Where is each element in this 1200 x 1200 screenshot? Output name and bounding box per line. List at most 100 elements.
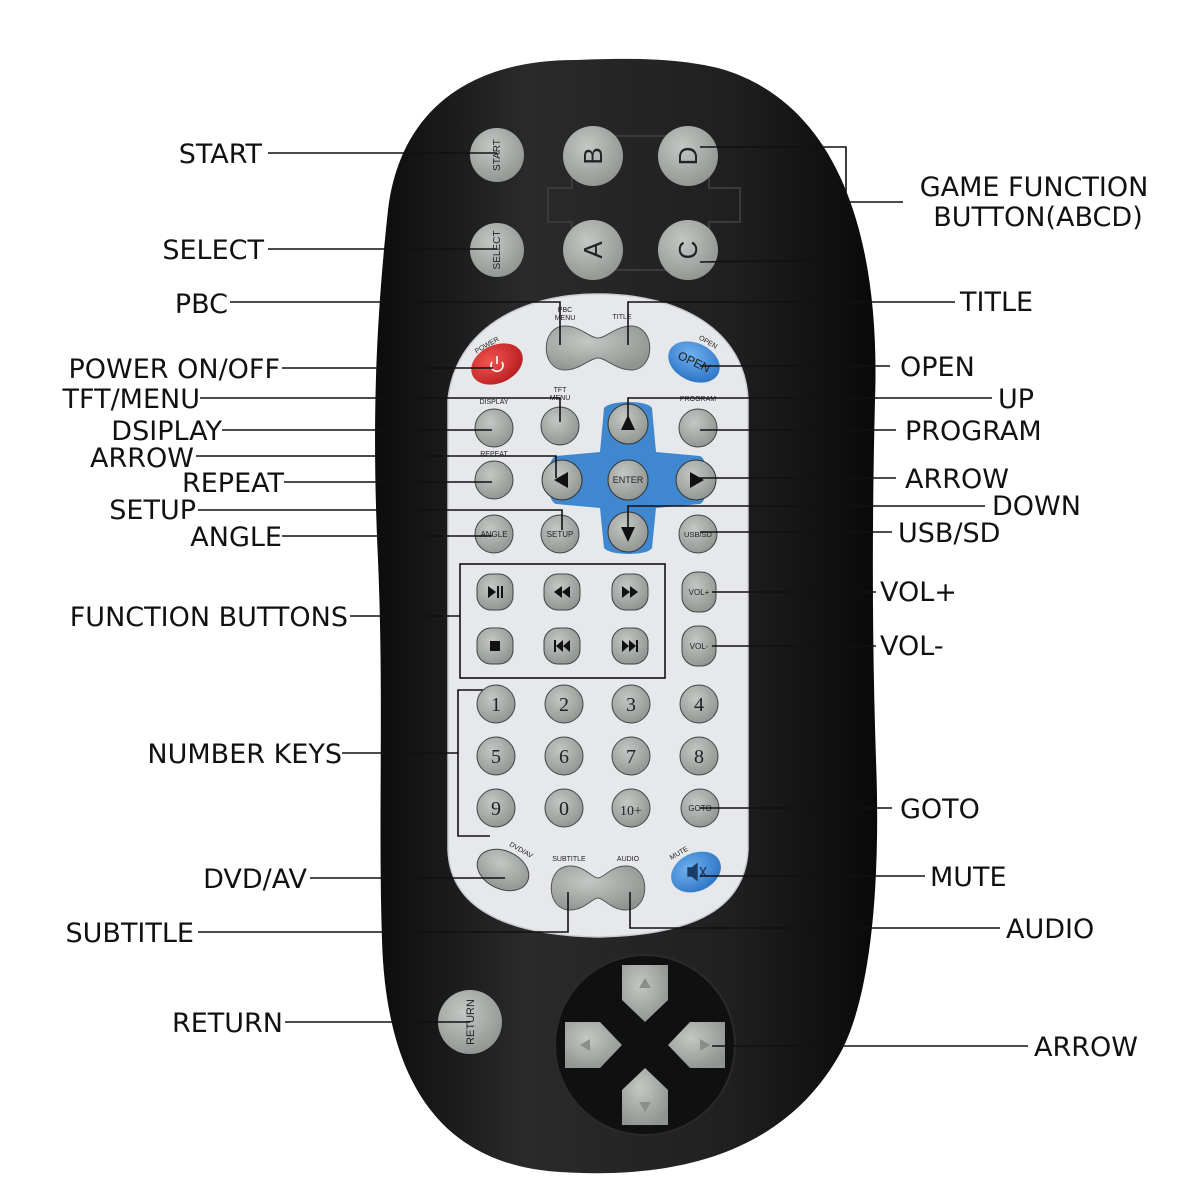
number-key-4[interactable]: 4 xyxy=(679,684,719,724)
repeat-button[interactable] xyxy=(474,460,514,500)
callout-usb-sd: USB/SD xyxy=(898,518,1000,549)
number-keys-bracket xyxy=(457,689,490,837)
dpad-left-button[interactable] xyxy=(565,1022,622,1068)
callout-audio: AUDIO xyxy=(1006,914,1094,945)
next-icon xyxy=(622,640,638,652)
dpad-right-button[interactable] xyxy=(668,1022,725,1068)
number-key-2[interactable]: 2 xyxy=(544,684,584,724)
return-button-label: RETURN xyxy=(465,999,477,1045)
pbc-title-rocker xyxy=(545,325,651,371)
number-key-label: 4 xyxy=(694,694,704,716)
leader-lines xyxy=(196,146,1028,1047)
previous-button[interactable] xyxy=(543,627,581,665)
callout-vol-minus: VOL- xyxy=(880,631,944,662)
vol-plus-button[interactable]: VOL+ xyxy=(681,571,717,613)
number-key-5[interactable]: 5 xyxy=(476,736,516,776)
number-key-label: 7 xyxy=(626,746,636,768)
number-key-3[interactable]: 3 xyxy=(611,684,651,724)
callout-power: POWER ON/OFF xyxy=(69,354,281,385)
pbc-label-1: PBC xyxy=(558,307,572,314)
enter-button-label: ENTER xyxy=(613,475,644,485)
dpad-right-icon xyxy=(700,1039,710,1051)
vol-plus-button-label: VOL+ xyxy=(689,588,710,597)
dpad-down-button[interactable] xyxy=(622,1068,668,1125)
function-buttons-box xyxy=(459,563,666,679)
angle-button[interactable]: ANGLE xyxy=(474,514,514,554)
program-button[interactable] xyxy=(678,408,718,448)
number-key-label: 3 xyxy=(626,694,636,716)
up-arrow-icon xyxy=(621,415,635,430)
display-label: DISPLAY xyxy=(479,399,508,406)
play-pause-button[interactable] xyxy=(476,573,514,611)
b-button-label: B xyxy=(578,147,608,164)
usb-sd-button[interactable]: USB/SD xyxy=(678,514,718,554)
number-key-8[interactable]: 8 xyxy=(679,736,719,776)
next-button[interactable] xyxy=(611,627,649,665)
callout-open: OPEN xyxy=(900,352,975,383)
rewind-button[interactable] xyxy=(543,573,581,611)
callout-mute: MUTE xyxy=(930,862,1007,893)
power-button[interactable] xyxy=(464,335,529,392)
dvd-av-button[interactable] xyxy=(470,841,535,898)
callout-number-keys: NUMBER KEYS xyxy=(147,739,342,770)
callout-title: TITLE xyxy=(959,287,1033,318)
b-button[interactable]: B xyxy=(563,126,623,186)
stop-button[interactable] xyxy=(476,627,514,665)
left-button[interactable] xyxy=(541,459,583,501)
left-arrow-icon xyxy=(554,472,568,488)
callout-setup: SETUP xyxy=(109,495,196,526)
fast-forward-button[interactable] xyxy=(611,573,649,611)
title-label: TITLE xyxy=(612,314,631,321)
enter-button[interactable]: ENTER xyxy=(607,459,649,501)
usb-sd-button-label: USB/SD xyxy=(684,530,713,539)
callout-arrow-left: ARROW xyxy=(90,443,194,474)
number-key-label: 8 xyxy=(694,746,704,768)
fast-forward-icon xyxy=(622,586,638,598)
number-key-label: 5 xyxy=(491,746,501,768)
audio-button[interactable] xyxy=(602,866,648,910)
callout-labels: START GAME FUNCTION BUTTON(ABCD) SELECT … xyxy=(62,139,1149,1063)
subtitle-button[interactable] xyxy=(548,866,594,910)
start-button-label: START xyxy=(492,139,503,171)
callout-subtitle: SUBTITLE xyxy=(66,918,194,949)
select-button[interactable]: SELECT xyxy=(470,223,524,277)
number-key-1[interactable]: 1 xyxy=(476,684,516,724)
c-button[interactable]: C xyxy=(658,220,718,280)
subtitle-label: SUBTITLE xyxy=(552,856,586,863)
setup-button[interactable]: SETUP xyxy=(540,514,580,554)
callout-vol-plus: VOL+ xyxy=(880,577,957,608)
select-button-label: SELECT xyxy=(492,231,503,270)
callout-game-function-2: BUTTON(ABCD) xyxy=(933,202,1142,233)
number-key-label: 6 xyxy=(559,746,569,768)
pbc-menu-button[interactable] xyxy=(545,326,590,370)
display-button[interactable] xyxy=(474,408,514,448)
right-arrow-icon xyxy=(690,472,704,488)
number-key-0[interactable]: 0 xyxy=(544,788,584,828)
callout-dvd-av: DVD/AV xyxy=(203,864,307,895)
callout-angle: ANGLE xyxy=(190,522,282,553)
open-button[interactable]: OPEN xyxy=(661,333,726,390)
a-button[interactable]: A xyxy=(563,220,623,280)
callout-return: RETURN xyxy=(172,1008,283,1039)
number-key-6[interactable]: 6 xyxy=(544,736,584,776)
dpad-up-button[interactable] xyxy=(622,965,668,1022)
dpad-left-icon xyxy=(580,1039,590,1051)
audio-label: AUDIO xyxy=(617,856,640,863)
angle-button-label: ANGLE xyxy=(480,530,507,539)
dpad-base xyxy=(554,954,736,1136)
right-button[interactable] xyxy=(675,459,717,501)
number-key-label: 9 xyxy=(491,798,501,820)
stop-icon xyxy=(490,641,500,651)
d-button[interactable]: D xyxy=(658,126,718,186)
number-key-10+[interactable]: 10+ xyxy=(611,788,651,828)
callout-down: DOWN xyxy=(992,491,1081,522)
repeat-label: REPEAT xyxy=(480,451,508,458)
dpad-down-icon xyxy=(639,1102,651,1112)
number-key-9[interactable]: 9 xyxy=(476,788,516,828)
d-button-label: D xyxy=(673,147,703,166)
number-key-7[interactable]: 7 xyxy=(611,736,651,776)
callout-function-buttons: FUNCTION BUTTONS xyxy=(70,602,348,633)
vol-minus-button[interactable]: VOL- xyxy=(681,625,717,667)
start-button[interactable]: START xyxy=(470,128,524,182)
